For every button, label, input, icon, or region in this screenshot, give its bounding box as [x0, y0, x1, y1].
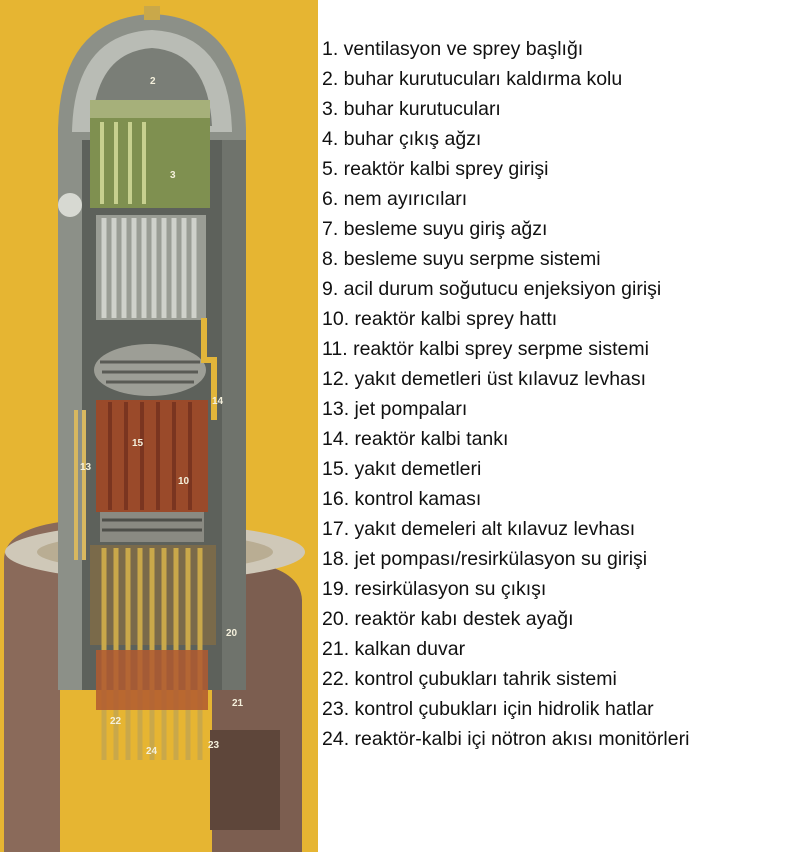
legend-item: 21. kalkan duvar	[322, 638, 466, 660]
legend-item: 10. reaktör kalbi sprey hattı	[322, 308, 558, 330]
steam-dryers	[90, 100, 210, 208]
drive-housing	[96, 650, 208, 710]
control-rod-drives	[90, 545, 216, 760]
legend-item: 11. reaktör kalbi sprey serpme sistemi	[322, 338, 649, 360]
vent-head	[144, 6, 160, 20]
legend-item: 16. kontrol kaması	[322, 488, 482, 510]
legend-item: 15. yakıt demetleri	[322, 458, 482, 480]
legend-item: 19. resirkülasyon su çıkışı	[322, 578, 547, 600]
callout-20: 20	[226, 628, 238, 639]
jet-pumps	[74, 410, 86, 560]
separator-tubes	[101, 218, 197, 318]
legend-background	[318, 0, 800, 852]
callout-3: 3	[170, 170, 176, 181]
legend-item: 8. besleme suyu serpme sistemi	[322, 248, 601, 270]
legend-item: 9. acil durum soğutucu enjeksiyon girişi	[322, 278, 662, 300]
legend-item: 23. kontrol çubukları için hidrolik hatl…	[322, 698, 654, 720]
legend-item: 17. yakıt demeleri alt kılavuz levhası	[322, 518, 636, 540]
legend-item: 5. reaktör kalbi sprey girişi	[322, 158, 549, 180]
legend-item: 14. reaktör kalbi tankı	[322, 428, 509, 450]
core-spray-line	[201, 318, 217, 420]
legend-item: 7. besleme suyu giriş ağzı	[322, 218, 548, 240]
legend-item: 6. nem ayırıcıları	[322, 188, 468, 210]
callout-13: 13	[80, 462, 92, 473]
legend-item: 13. jet pompaları	[322, 398, 468, 420]
steam-dryer-block	[90, 118, 210, 208]
legend-item: 24. reaktör-kalbi içi nötron akısı monit…	[322, 728, 690, 750]
callout-22: 22	[110, 716, 122, 727]
legend-item: 18. jet pompası/resirkülasyon su girişi	[322, 548, 648, 570]
legend-item: 22. kontrol çubukları tahrik sistemi	[322, 668, 617, 690]
legend-item: 4. buhar çıkış ağzı	[322, 128, 482, 150]
legend-item: 1. ventilasyon ve sprey başlığı	[322, 38, 584, 60]
shield-wall-block	[210, 730, 280, 830]
legend-item: 2. buhar kurutucuları kaldırma kolu	[322, 68, 623, 90]
core-shroud-stripes	[108, 402, 192, 510]
legend-item: 20. reaktör kabı destek ayağı	[322, 608, 574, 630]
callout-21: 21	[232, 698, 244, 709]
callout-2: 2	[150, 76, 156, 87]
upper-guide-plate-disc	[94, 344, 206, 396]
upper-guide-plate	[94, 344, 206, 396]
callout-10: 10	[178, 476, 190, 487]
lower-guide-plate	[100, 512, 204, 542]
moisture-separators	[96, 215, 206, 320]
legend-item: 3. buhar kurutucuları	[322, 98, 501, 120]
upper-guide-plate-grid	[100, 360, 200, 384]
reactor-vessel-cutaway: 2 3 13 15 10 14 20 21 22 23 24	[4, 6, 305, 852]
steam-dryer-slats	[100, 122, 146, 204]
shield-wall-ring	[4, 522, 60, 852]
legend-list: 1. ventilasyon ve sprey başlığı 2. buhar…	[322, 34, 800, 754]
vessel-right-edge	[222, 140, 246, 690]
callout-15: 15	[132, 438, 144, 449]
steam-dryer-top	[90, 100, 210, 120]
callout-14: 14	[212, 396, 224, 407]
legend-item: 12. yakıt demetleri üst kılavuz levhası	[322, 368, 647, 390]
callout-24: 24	[146, 746, 158, 757]
callout-23: 23	[208, 740, 220, 751]
lower-guide-plate-grid	[102, 518, 202, 532]
core-shroud	[74, 400, 208, 560]
lower-guide-plate-body	[100, 512, 204, 542]
steam-outlet-nozzle	[58, 193, 82, 217]
